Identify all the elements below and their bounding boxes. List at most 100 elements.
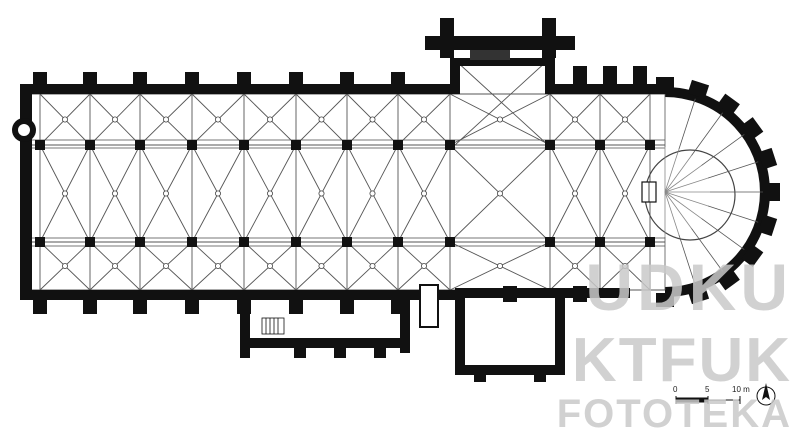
scale-label-10m: 10 m xyxy=(732,385,750,394)
west-stair-tower xyxy=(12,118,36,142)
pier xyxy=(342,237,352,247)
buttress xyxy=(766,183,780,201)
rib-bosses xyxy=(35,116,655,269)
buttress xyxy=(573,286,587,302)
pier xyxy=(545,237,555,247)
pier xyxy=(85,140,95,150)
walls xyxy=(20,18,670,375)
rib-line xyxy=(678,234,696,286)
compass-arrow-icon xyxy=(756,383,776,406)
rib-boss xyxy=(318,116,325,123)
buttress xyxy=(289,72,303,86)
buttress xyxy=(391,72,405,86)
buttress xyxy=(237,72,251,86)
rib-line xyxy=(707,205,759,223)
rib-line xyxy=(701,134,745,166)
buttress xyxy=(687,285,710,305)
rib-boss xyxy=(572,190,579,197)
buttress xyxy=(758,214,778,237)
rib-boss xyxy=(162,116,169,123)
pier xyxy=(445,140,455,150)
buttress xyxy=(741,244,764,267)
buttress xyxy=(374,346,386,358)
buttress xyxy=(633,66,647,88)
pier xyxy=(291,140,301,150)
watermark-line-3: FOTOTEKA xyxy=(556,392,792,436)
buttress xyxy=(474,372,486,382)
pier xyxy=(187,237,197,247)
rib-boss xyxy=(112,116,119,123)
buttress xyxy=(741,117,764,140)
rib-line xyxy=(691,228,723,272)
pier xyxy=(393,140,403,150)
buttress xyxy=(33,298,47,314)
buttress xyxy=(237,298,251,314)
rib-boss xyxy=(572,262,579,269)
rib-boss xyxy=(62,262,69,269)
buttress xyxy=(294,346,306,358)
buttress xyxy=(33,72,47,86)
buttress xyxy=(656,293,674,307)
pier xyxy=(85,237,95,247)
rib-boss xyxy=(162,190,169,197)
rib-boss xyxy=(369,116,376,123)
buttress xyxy=(334,346,346,358)
pier xyxy=(135,140,145,150)
rib-line xyxy=(678,98,696,150)
rib-boss xyxy=(162,262,169,269)
altar xyxy=(641,181,657,203)
buttress xyxy=(340,72,354,86)
buttress xyxy=(758,147,778,170)
rib-boss xyxy=(318,262,325,269)
pier xyxy=(445,237,455,247)
pier xyxy=(545,140,555,150)
buttress xyxy=(603,66,617,88)
buttress xyxy=(289,298,303,314)
rib-boss xyxy=(318,190,325,197)
buttress xyxy=(185,72,199,86)
pier xyxy=(187,140,197,150)
rib-boss xyxy=(62,116,69,123)
rib-boss xyxy=(496,116,503,123)
south-chapel-stairs xyxy=(261,317,285,335)
rib-boss xyxy=(622,116,629,123)
rib-line xyxy=(664,191,708,207)
rib-boss xyxy=(112,262,119,269)
rib-boss xyxy=(266,190,273,197)
pier xyxy=(342,140,352,150)
buttress xyxy=(133,72,147,86)
buttress xyxy=(185,298,199,314)
vault-ribs xyxy=(32,59,665,291)
buttress xyxy=(391,298,405,314)
buttress xyxy=(83,72,97,86)
buttress xyxy=(83,298,97,314)
rib-line xyxy=(664,177,708,193)
rib-boss xyxy=(420,190,427,197)
buttress xyxy=(717,268,740,291)
watermark-line-1: UDKU xyxy=(585,250,792,324)
pier xyxy=(645,237,655,247)
rib-boss xyxy=(420,262,427,269)
rib-line xyxy=(664,165,702,193)
rib-line xyxy=(701,218,745,250)
scale-bar xyxy=(675,396,741,404)
rib-boss xyxy=(214,190,221,197)
buttress xyxy=(340,298,354,314)
pier xyxy=(595,140,605,150)
rib-boss xyxy=(214,116,221,123)
pier xyxy=(239,237,249,247)
rib-boss xyxy=(369,190,376,197)
rib-boss xyxy=(112,190,119,197)
rib-line xyxy=(664,191,692,229)
rib-line xyxy=(664,191,702,219)
rib-boss xyxy=(572,116,579,123)
apse xyxy=(644,77,780,307)
pier xyxy=(239,140,249,150)
rib-line xyxy=(691,112,723,156)
rib-boss xyxy=(420,116,427,123)
buttress xyxy=(534,372,546,382)
buttress xyxy=(717,93,740,116)
rib-boss xyxy=(622,190,629,197)
rib-line xyxy=(664,191,680,235)
